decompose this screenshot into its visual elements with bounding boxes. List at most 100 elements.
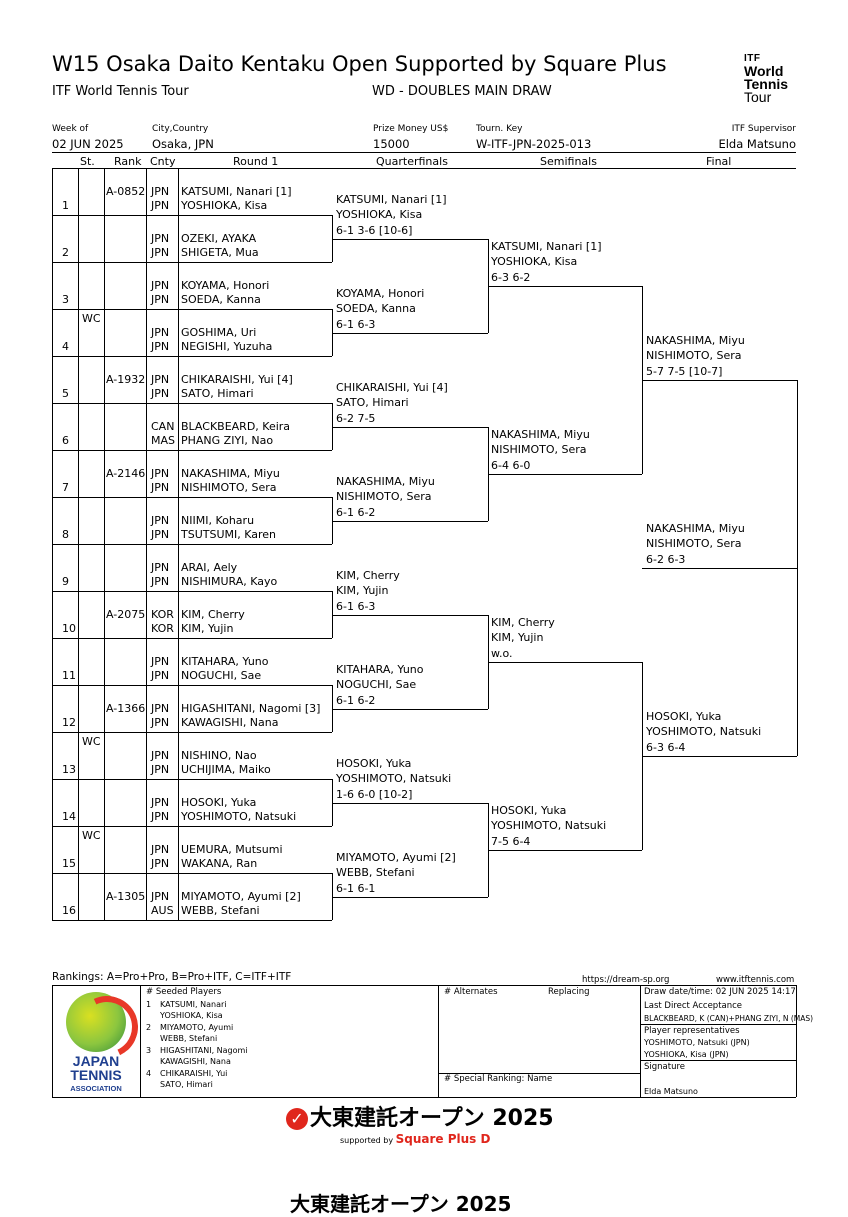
team-rank: A-2146 [106, 467, 146, 480]
team-rank: A-1305 [106, 890, 146, 903]
player-name: KIM, Cherry [181, 608, 245, 621]
key-label: Tourn. Key [476, 124, 523, 134]
draw-position: 4 [62, 340, 69, 353]
player-country: JPN [151, 890, 170, 903]
player-country: JPN [151, 749, 170, 762]
player-name: KATSUMI, Nanari [1] [181, 185, 292, 198]
sf-score: 7-5 6-4 [491, 834, 531, 848]
qf-score: 6-1 6-1 [336, 881, 376, 895]
sponsor-line: supported by Square Plus D [340, 1132, 490, 1146]
player-name: ARAI, Aely [181, 561, 238, 574]
sf-score: 6-4 6-0 [491, 458, 531, 472]
itf-logo-line1: World [744, 63, 784, 79]
seed-player: KATSUMI, Nanari [160, 1000, 227, 1009]
draw-position: 10 [62, 622, 76, 635]
team-rank: A-2075 [106, 608, 146, 621]
player-country: JPN [151, 279, 170, 292]
week-label: Week of [52, 124, 89, 134]
qf-player: HOSOKI, Yuka [336, 756, 412, 770]
player-name: SHIGETA, Mua [181, 246, 259, 259]
player-country: JPN [151, 561, 170, 574]
round1-row-rule [52, 215, 332, 216]
player-country: JPN [151, 232, 170, 245]
col-qf: Quarterfinals [376, 155, 448, 168]
player-name: GOSHIMA, Uri [181, 326, 257, 339]
round1-row-rule [52, 826, 332, 827]
player-country: JPN [151, 716, 170, 729]
round1-row-rule [52, 262, 332, 263]
draw-position: 6 [62, 434, 69, 447]
col-st: St. [80, 155, 95, 168]
rep-label: Player representatives [644, 1026, 740, 1036]
col-rank: Rank [114, 155, 142, 168]
key-value: W-ITF-JPN-2025-013 [476, 137, 592, 151]
player-country: JPN [151, 655, 170, 668]
player-name: KOYAMA, Honori [181, 279, 270, 292]
qf-player: CHIKARAISHI, Yui [4] [336, 380, 448, 394]
qf-player: SATO, Himari [336, 395, 409, 409]
qf-player: KIM, Cherry [336, 568, 400, 582]
tour-name: ITF World Tennis Tour [52, 84, 189, 99]
player-country: MAS [151, 434, 175, 447]
final-line [642, 379, 797, 381]
team-rank: A-1366 [106, 702, 146, 715]
player-name: WEBB, Stefani [181, 904, 260, 917]
champion-line [642, 567, 797, 569]
player-country: JPN [151, 575, 170, 588]
status-badge: WC [82, 312, 101, 325]
player-country: JPN [151, 387, 170, 400]
round1-row-rule [52, 450, 332, 451]
status-badge: WC [82, 735, 101, 748]
itf-logo-line2: Tennis [744, 76, 789, 92]
col-final: Final [706, 155, 732, 168]
player-country: JPN [151, 843, 170, 856]
footer-bottom-rule [52, 1097, 796, 1098]
itf-url: www.itftennis.com [716, 975, 795, 985]
lda-value: BLACKBEARD, K (CAN)+PHANG ZIYI, N (MAS) [644, 1014, 814, 1023]
alternates-title: # Alternates [444, 987, 498, 997]
daito-mark-icon: ✓ [286, 1108, 308, 1130]
player-name: NISHIMOTO, Sera [181, 481, 277, 494]
player-country: JPN [151, 481, 170, 494]
sf-player: YOSHIMOTO, Natsuki [491, 818, 607, 832]
week-value: 02 JUN 2025 [52, 137, 124, 151]
draw-position: 8 [62, 528, 69, 541]
cutoff-logo: 大東建託オープン 2025 [290, 1192, 512, 1216]
col-sf: Semifinals [540, 155, 597, 168]
player-name: KIM, Yujin [181, 622, 234, 635]
player-name: SOEDA, Kanna [181, 293, 261, 306]
draw-position: 9 [62, 575, 69, 588]
replacing-title: Replacing [548, 987, 590, 997]
draw-position: 5 [62, 387, 69, 400]
player-country: JPN [151, 857, 170, 870]
player-country: JPN [151, 246, 170, 259]
seeded-title: # Seeded Players [146, 987, 222, 997]
player-name: UEMURA, Mutsumi [181, 843, 283, 856]
player-name: YOSHIOKA, Kisa [181, 199, 268, 212]
sf-player: NISHIMOTO, Sera [491, 442, 587, 456]
itf-logo-line3: Tour [744, 89, 772, 105]
player-name: NEGISHI, Yuzuha [181, 340, 273, 353]
qf-line [332, 802, 488, 804]
final-line [642, 755, 797, 757]
player-country: JPN [151, 293, 170, 306]
event-logo: ✓大東建託オープン 2025 [286, 1100, 554, 1132]
qf-player: KITAHARA, Yuno [336, 662, 424, 676]
qf-line [332, 896, 488, 898]
sf-player: KATSUMI, Nanari [1] [491, 239, 602, 253]
column-header-rule [52, 168, 796, 169]
seed-player: CHIKARAISHI, Yui [160, 1069, 228, 1078]
rep-rule [640, 1060, 796, 1061]
draw-position: 11 [62, 669, 76, 682]
draw-position: 16 [62, 904, 76, 917]
sf-line [488, 285, 642, 287]
player-country: JPN [151, 373, 170, 386]
qf-player: YOSHIMOTO, Natsuki [336, 771, 452, 785]
champion-player: NISHIMOTO, Sera [646, 536, 742, 550]
qf-player: KIM, Yujin [336, 583, 389, 597]
special-ranking-title: # Special Ranking: Name [444, 1074, 553, 1084]
player-name: KAWAGISHI, Nana [181, 716, 279, 729]
player-name: NISHINO, Nao [181, 749, 257, 762]
special-rule [438, 1073, 640, 1074]
supervisor-value: Elda Matsuno [718, 137, 796, 151]
